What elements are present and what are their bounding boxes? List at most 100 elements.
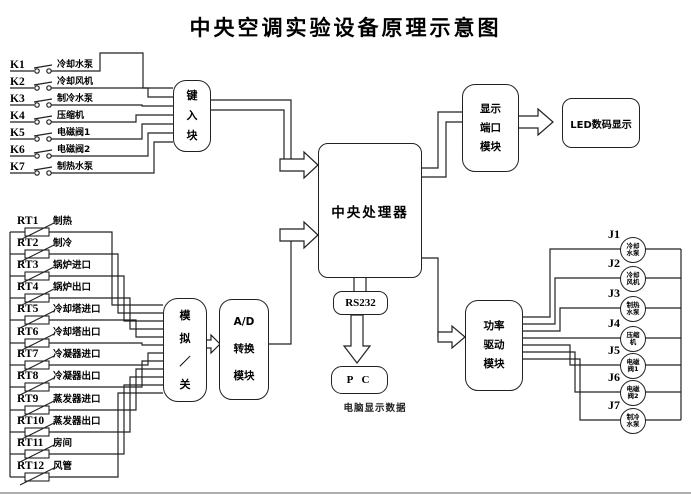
k-switch-id: K7: [10, 161, 25, 173]
thermistor-icons: [19, 222, 55, 486]
arrow-right-icon: [437, 324, 466, 350]
k-switch-label: 电磁阀1: [57, 128, 91, 138]
power-drive-label: 模块: [483, 358, 505, 370]
k-switch-id: K2: [10, 76, 25, 88]
display-port-label: 显示: [480, 102, 501, 115]
j-output-label: 机: [629, 338, 637, 346]
rt-sensor-label: 冷凝器出口: [53, 371, 101, 382]
arrow-down-icon: [342, 314, 372, 364]
j-output-device: 电磁阀2: [620, 380, 646, 406]
thermistor-icon: [19, 266, 55, 285]
rt-sensor-id: RT3: [17, 259, 39, 271]
input-block: 键 入 块: [173, 80, 211, 152]
thermistor-icon: [19, 467, 55, 486]
analog-switch-label: ／: [179, 355, 191, 368]
thermistor-icon: [19, 244, 55, 263]
display-port-block: 显示 端口 模块: [462, 84, 519, 172]
rt-sensor-id: RT5: [17, 303, 39, 315]
rt-sensor-id: RT9: [17, 393, 39, 405]
display-port-label: 模块: [480, 140, 501, 153]
thermistor-icon: [19, 333, 55, 352]
rt-sensor-id: RT8: [17, 370, 39, 382]
k-switch-id: K5: [10, 127, 25, 139]
rt-sensor-label: 蒸发器出口: [53, 416, 101, 427]
rt-sensor-id: RT12: [17, 460, 45, 472]
j-output-label: 压缩: [626, 330, 640, 339]
thermistor-icon: [19, 422, 55, 441]
rt-sensor-label: 冷却塔进口: [53, 304, 101, 315]
ad-converter-label: 模块: [233, 370, 255, 382]
k-switch-id: K1: [10, 59, 25, 71]
k-switch-id: K6: [10, 144, 25, 156]
j-output-id: J4: [608, 316, 620, 330]
rt-sensor-label: 制冷: [53, 238, 73, 249]
switch-icon: [33, 98, 53, 108]
cpu-label: 中央处理器: [331, 204, 409, 221]
switch-icon: [33, 115, 53, 125]
pc-block: P C: [331, 366, 388, 394]
rt-sensor-label: 冷却塔出口: [53, 327, 101, 338]
rt-sensor-label: 房间: [53, 438, 73, 449]
k-switch-label: 冷却水泵: [57, 60, 94, 70]
arrow-right-icon: [279, 220, 319, 250]
j-output-id: J3: [608, 286, 620, 300]
rt-sensor-label: 冷凝器进口: [53, 349, 101, 360]
rs232-block: RS232: [333, 291, 388, 315]
analog-switch-label: 关: [179, 378, 191, 391]
analog-switch-label: 拟: [179, 332, 191, 345]
power-drive-label: 功率: [483, 320, 505, 332]
cpu-block: 中央处理器: [318, 143, 422, 278]
ad-converter-block: A/D 转换 模块: [219, 299, 269, 400]
thermistor-icon: [19, 355, 55, 374]
rt-sensor-label: 风管: [53, 461, 73, 472]
j-output-label: 冷却: [626, 241, 640, 250]
analog-switch-label: 模: [179, 309, 191, 322]
thermistor-icon: [19, 444, 55, 463]
rt-sensor-id: RT6: [17, 326, 39, 338]
j-output-device: 压缩机: [620, 326, 646, 352]
k-switch-label: 制热水泵: [57, 162, 94, 172]
input-block-label: 入: [186, 109, 198, 122]
j-output-device: 制热水泵: [620, 296, 646, 322]
j-output-device: 冷却风机: [620, 266, 646, 292]
j-output-id: J7: [608, 398, 620, 412]
power-drive-block: 功率 驱动 模块: [465, 300, 523, 391]
diagram-title: 中央空调实验设备原理示意图: [189, 16, 502, 40]
led-display-label: LED数码显示: [570, 119, 632, 131]
rt-sensor-id: RT4: [17, 281, 39, 293]
switch-icon: [33, 64, 53, 74]
thermistor-icon: [19, 377, 55, 396]
ad-converter-label: A/D: [233, 316, 255, 328]
j-output-label: 制热: [626, 300, 640, 309]
led-display-block: LED数码显示: [562, 98, 640, 148]
j-output-id: J6: [608, 370, 620, 384]
wires: [9, 52, 682, 478]
j-output-label: 阀2: [627, 392, 639, 400]
j-output-label: 电磁: [626, 357, 640, 366]
j-output-id: J1: [608, 227, 620, 241]
j-output-label: 阀1: [627, 365, 639, 373]
rt-sensor-label: 锅炉出口: [53, 282, 92, 293]
j-output-label: 风机: [626, 278, 640, 286]
j-output-label: 电磁: [626, 384, 640, 393]
arrow-right-icon: [516, 107, 554, 137]
analog-switch-block: 模 拟 ／ 关: [163, 298, 207, 402]
rt-sensor-label: 锅炉进口: [53, 260, 92, 271]
k-switch-label: 压缩机: [57, 111, 85, 121]
rs232-label: RS232: [345, 297, 376, 309]
arrow-right-icon: [279, 150, 319, 180]
j-output-label: 水泵: [626, 249, 640, 257]
switch-icon: [33, 149, 53, 159]
j-output-label: 制冷: [626, 412, 640, 421]
switch-icon: [33, 166, 53, 176]
display-port-label: 端口: [480, 121, 501, 134]
k-switch-label: 制冷水泵: [57, 94, 94, 104]
j-output-device: 制冷水泵: [620, 408, 646, 434]
j-output-label: 水泵: [626, 420, 640, 428]
switch-icon: [33, 132, 53, 142]
k-switch-label: 冷却风机: [57, 77, 94, 87]
j-output-device: 电磁阀1: [620, 353, 646, 379]
switch-icon: [33, 81, 53, 91]
